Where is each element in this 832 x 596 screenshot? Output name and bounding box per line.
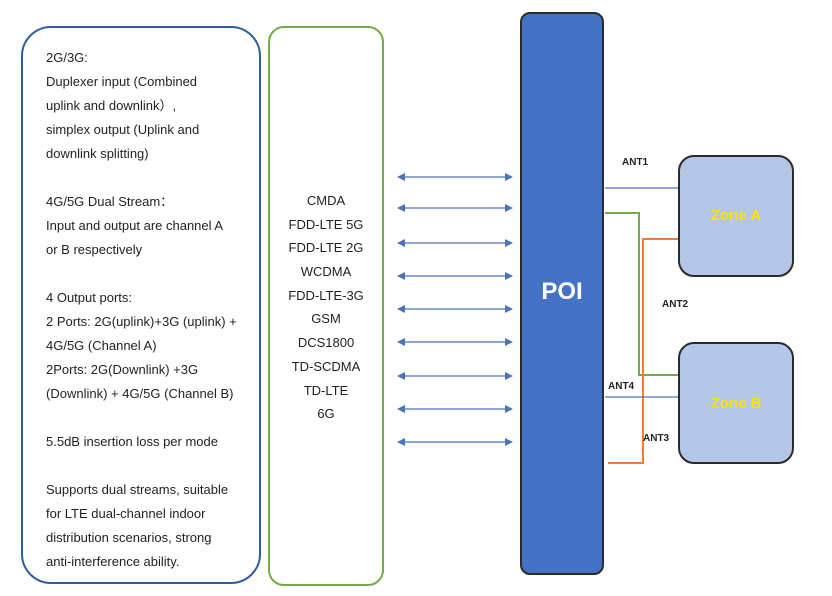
band-label: TD-SCDMA <box>291 358 361 374</box>
band-label: 6G <box>317 406 335 422</box>
description-line: downlink splitting) <box>46 146 149 161</box>
description-line: 4G/5G Dual Stream： <box>46 194 174 209</box>
zone-a-label: Zone A <box>710 207 762 224</box>
description-line: simplex output (Uplink and <box>46 122 200 137</box>
band-label: GSM <box>311 311 341 327</box>
bands-panel <box>268 26 384 586</box>
bands-list: CMDA FDD-LTE 5G FDD-LTE 2G WCDMA FDD-LTE-3G G… <box>268 189 384 426</box>
description-line: Duplexer input (Combined <box>46 74 198 89</box>
ant1-label: ANT1 <box>622 157 649 168</box>
description-line: 2G/3G: <box>46 50 88 65</box>
ant2-link <box>605 212 678 376</box>
description-line: uplink and downlink）, <box>46 98 177 113</box>
zone-b-box <box>678 342 794 464</box>
band-label: FDD-LTE 2G <box>288 240 364 256</box>
ant3-link <box>608 238 678 464</box>
description-line: for LTE dual-channel indoor <box>46 506 206 521</box>
description-panel <box>21 26 261 584</box>
band-label: CMDA <box>306 193 346 208</box>
description-line: Supports dual streams, suitable <box>46 482 229 497</box>
band-label: TD-LTE <box>303 382 349 398</box>
description-line: distribution scenarios, strong <box>46 530 212 545</box>
description-line: (Downlink) + 4G/5G (Channel B) <box>46 386 234 401</box>
band-label: FDD-LTE-3G <box>288 287 364 303</box>
band-arrows <box>397 173 513 446</box>
description-line: 2Ports: 2G(Downlink) +3G <box>46 362 199 377</box>
band-label: FDD-LTE 5G <box>288 216 364 232</box>
description-line: Input and output are channel A <box>46 218 224 233</box>
zone-b-label: Zone B <box>710 395 762 412</box>
zone-a-box <box>678 155 794 277</box>
description-line: or B respectively <box>46 242 143 257</box>
description-line: 4 Output ports: <box>46 290 132 305</box>
band-label: WCDMA <box>300 264 352 280</box>
description-text: 2G/3G: Duplexer input (Combined uplink and… <box>46 46 261 574</box>
description-line: anti-interference ability. <box>46 554 180 569</box>
ant4-label: ANT4 <box>608 381 635 392</box>
description-line: 5.5dB insertion loss per mode <box>46 434 218 449</box>
poi-box <box>520 12 604 575</box>
band-label: DCS1800 <box>297 335 355 351</box>
ant2-label: ANT2 <box>662 299 689 310</box>
description-line: 2 Ports: 2G(uplink)+3G (uplink) + <box>46 314 237 329</box>
poi-label: POI <box>541 278 583 305</box>
description-line: 4G/5G (Channel A) <box>46 338 157 353</box>
ant3-label: ANT3 <box>643 433 670 444</box>
